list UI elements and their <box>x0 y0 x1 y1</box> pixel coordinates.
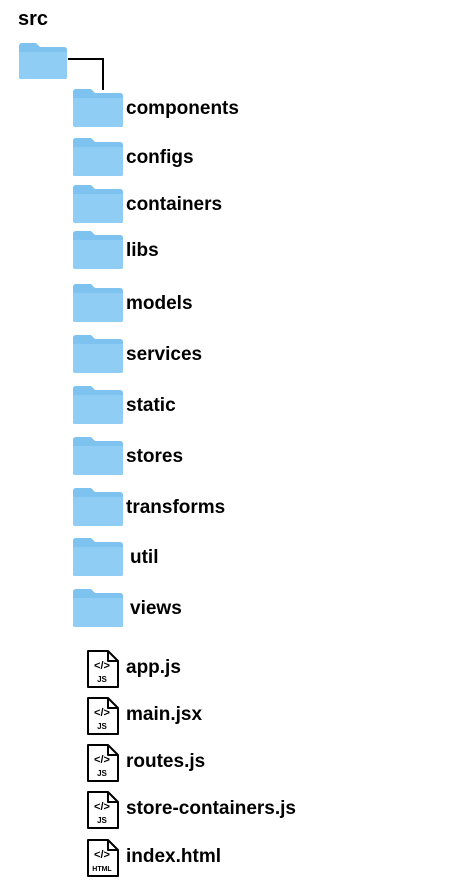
svg-text:JS: JS <box>97 675 107 684</box>
folder-icon <box>73 138 123 176</box>
file-item-app.js[interactable]: </> JS app.js <box>86 649 386 689</box>
tree-connector <box>68 58 104 90</box>
folder-label: util <box>130 547 159 568</box>
file-label: main.jsx <box>126 704 203 725</box>
folder-item-models[interactable]: models <box>72 283 372 327</box>
root-label: src <box>18 8 49 30</box>
folder-icon <box>73 386 123 424</box>
folder-icon <box>73 437 123 475</box>
folder-icon <box>73 89 123 127</box>
svg-text:</>: </> <box>94 849 110 861</box>
file-item-main.jsx[interactable]: </> JS main.jsx <box>86 696 386 736</box>
folder-icon <box>73 185 123 223</box>
file-label: index.html <box>126 846 222 867</box>
file-label: store-containers.js <box>126 798 296 819</box>
folder-label: components <box>126 98 239 119</box>
folder-item-transforms[interactable]: transforms <box>72 487 372 531</box>
svg-text:</>: </> <box>94 754 110 766</box>
folder-item-containers[interactable]: containers <box>72 184 372 228</box>
svg-text:</>: </> <box>94 707 110 719</box>
folder-item-views[interactable]: views <box>72 588 372 632</box>
folder-item-stores[interactable]: stores <box>72 436 372 480</box>
folder-label: containers <box>126 194 223 215</box>
folder-label: stores <box>126 446 184 467</box>
file-label: app.js <box>126 657 181 678</box>
js-file-icon: </> JS <box>87 791 119 829</box>
folder-item-util[interactable]: util <box>72 537 372 581</box>
js-file-icon: </> JS <box>87 697 119 735</box>
folder-label: libs <box>126 240 159 261</box>
folder-icon[interactable] <box>18 42 68 80</box>
folder-item-components[interactable]: components <box>72 88 372 132</box>
folder-icon <box>73 488 123 526</box>
file-item-index.html[interactable]: </> HTML index.html <box>86 838 386 878</box>
svg-text:JS: JS <box>97 769 107 778</box>
folder-label: transforms <box>126 497 226 518</box>
file-item-routes.js[interactable]: </> JS routes.js <box>86 743 386 783</box>
folder-label: views <box>130 598 182 619</box>
svg-text:HTML: HTML <box>92 866 112 873</box>
folder-label: models <box>126 293 193 314</box>
folder-icon <box>73 335 123 373</box>
folder-label: configs <box>126 147 194 168</box>
js-file-icon: </> JS <box>87 744 119 782</box>
svg-text:JS: JS <box>97 722 107 731</box>
svg-text:JS: JS <box>97 816 107 825</box>
svg-text:</>: </> <box>94 801 110 813</box>
html-file-icon: </> HTML <box>87 839 119 877</box>
folder-icon <box>73 538 123 576</box>
file-item-store-containers.js[interactable]: </> JS store-containers.js <box>86 790 386 830</box>
folder-item-static[interactable]: static <box>72 385 372 429</box>
folder-item-libs[interactable]: libs <box>72 230 372 274</box>
folder-item-configs[interactable]: configs <box>72 137 372 181</box>
folder-label: services <box>126 344 203 365</box>
svg-text:</>: </> <box>94 660 110 672</box>
js-file-icon: </> JS <box>87 650 119 688</box>
file-label: routes.js <box>126 751 206 772</box>
folder-label: static <box>126 395 176 416</box>
folder-item-services[interactable]: services <box>72 334 372 378</box>
folder-icon <box>73 284 123 322</box>
folder-icon <box>73 231 123 269</box>
folder-icon <box>73 589 123 627</box>
